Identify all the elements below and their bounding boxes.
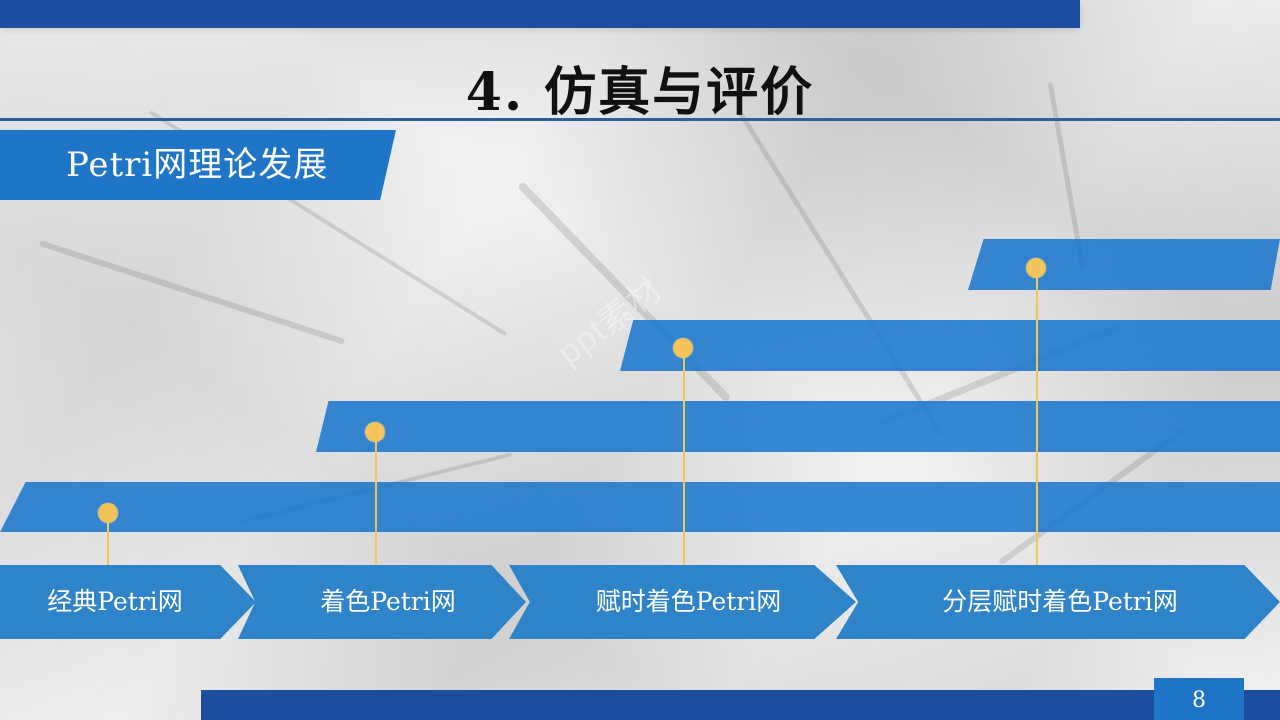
timeline-step-colored-petri-net: 着色Petri网 — [238, 565, 526, 639]
timeline-step-label: 经典Petri网 — [47, 587, 183, 616]
marble-vein — [737, 111, 944, 437]
timeline-step-label: 赋时着色Petri网 — [595, 587, 782, 616]
section-banner: Petri网理论发展 — [0, 130, 396, 200]
timeline-step-hierarchical-timed-colored-petri-net: 分层赋时着色Petri网 — [836, 565, 1280, 639]
timeline-connector-1 — [107, 513, 109, 565]
timeline-node-4 — [1026, 258, 1046, 278]
bottom-accent-bar — [201, 690, 1280, 720]
timeline-step-label: 着色Petri网 — [320, 587, 456, 616]
timeline-node-2 — [365, 422, 385, 442]
marble-vein — [39, 240, 346, 345]
page-title: 4. 仿真与评价 — [465, 62, 815, 123]
timeline-step-classic-petri-net: 经典Petri网 — [0, 565, 256, 639]
timeline-bar-level-4 — [968, 239, 1280, 290]
timeline-connector-3 — [683, 348, 685, 565]
top-accent-bar — [0, 0, 1080, 28]
timeline-step-label: 分层赋时着色Petri网 — [942, 587, 1178, 616]
page-number-text: 8 — [1192, 688, 1206, 713]
timeline-step-timed-colored-petri-net: 赋时着色Petri网 — [509, 565, 856, 639]
page-number: 8 — [1154, 678, 1244, 720]
title-divider — [0, 118, 1280, 121]
timeline-node-1 — [98, 503, 118, 523]
timeline-bar-level-1 — [0, 482, 1280, 532]
timeline-connector-4 — [1036, 268, 1038, 565]
section-title: Petri网理论发展 — [66, 145, 329, 185]
timeline-bar-level-3 — [620, 320, 1280, 371]
timeline-connector-2 — [375, 432, 377, 565]
timeline-bar-level-2 — [316, 401, 1280, 452]
timeline-node-3 — [673, 338, 693, 358]
